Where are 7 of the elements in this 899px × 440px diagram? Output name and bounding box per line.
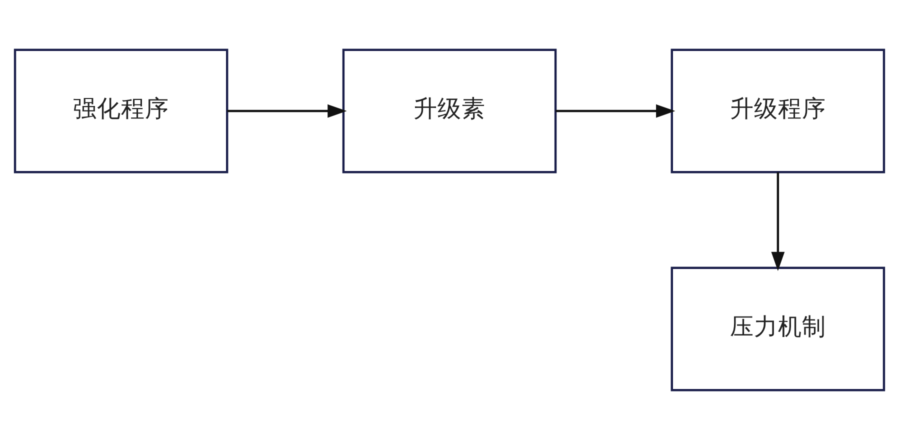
arrow bbox=[556, 104, 676, 118]
node-box: 升级程序 bbox=[670, 48, 886, 174]
node-box: 压力机制 bbox=[670, 266, 886, 392]
arrow bbox=[771, 172, 785, 272]
node-box: 升级素 bbox=[342, 48, 557, 174]
node-box: 强化程序 bbox=[14, 48, 228, 174]
arrow bbox=[227, 104, 347, 118]
